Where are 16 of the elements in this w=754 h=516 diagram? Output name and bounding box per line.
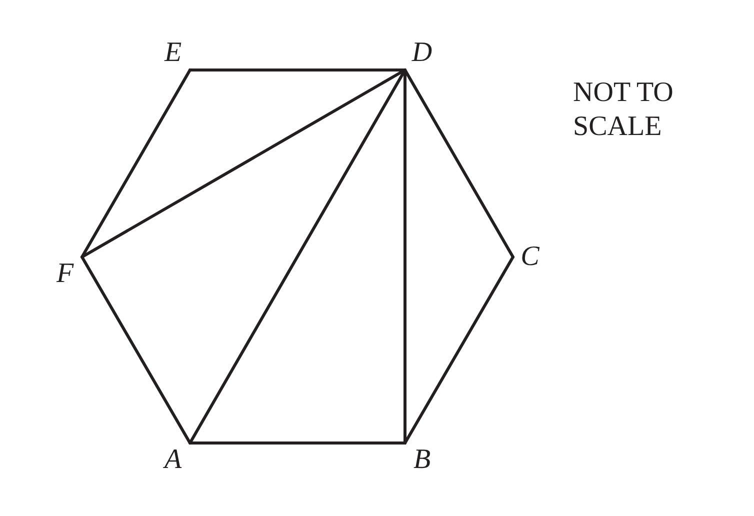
line-segment xyxy=(188,68,406,72)
vertex-label: B xyxy=(405,443,439,477)
vertex-label: F xyxy=(48,257,82,291)
line-segment xyxy=(80,256,192,444)
line-segment xyxy=(80,68,406,258)
line-segment xyxy=(188,442,406,444)
line-segment xyxy=(404,256,514,444)
vertex-label: C xyxy=(513,240,547,274)
line-segment xyxy=(404,68,406,444)
vertex-label: E xyxy=(156,36,190,70)
vertex-label: D xyxy=(405,36,439,70)
vertex-label: A xyxy=(156,443,190,477)
line-segment xyxy=(404,68,514,258)
line-segment xyxy=(80,68,192,258)
note-text: NOT TO SCALE xyxy=(573,76,674,144)
line-segment xyxy=(188,68,406,444)
